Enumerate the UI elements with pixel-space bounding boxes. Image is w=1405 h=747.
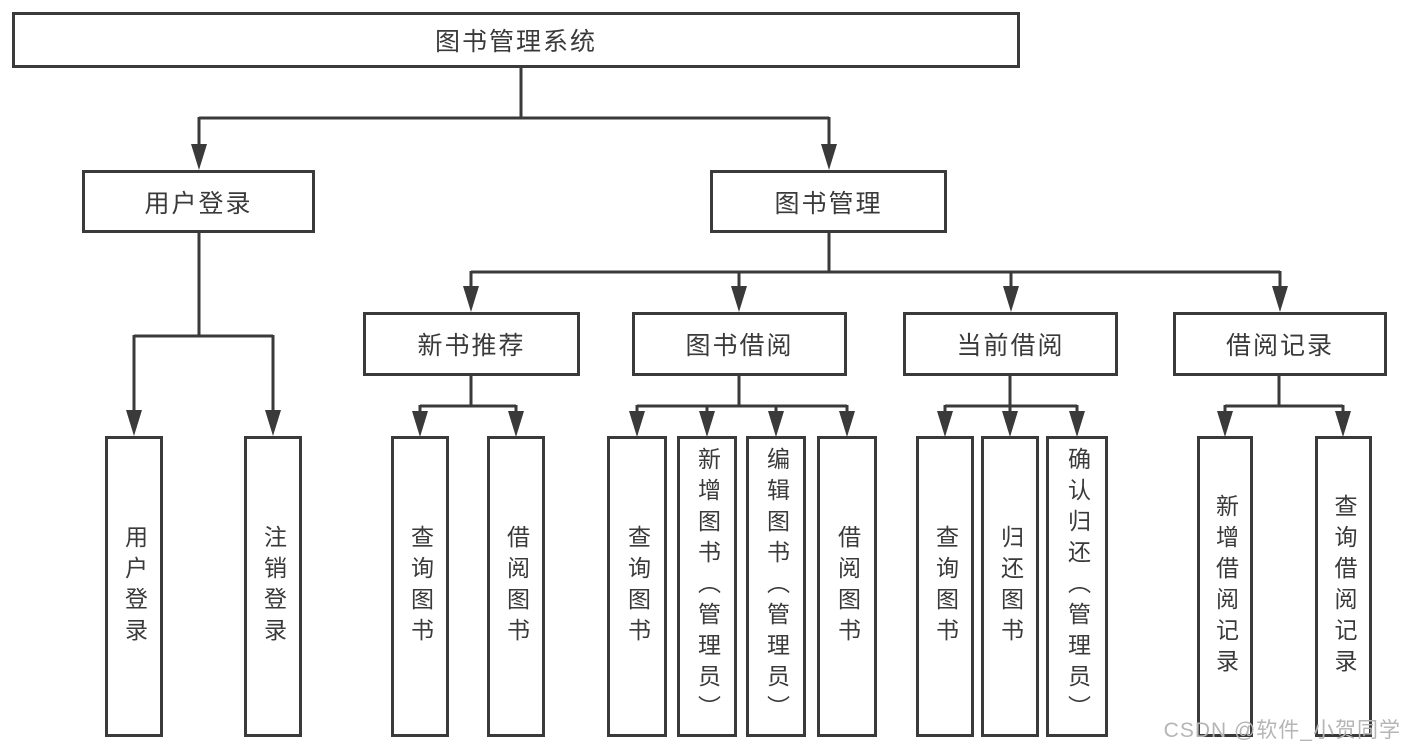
node-user-login: 用户登录: [82, 170, 315, 233]
node-label: 图书借阅: [685, 332, 794, 360]
leaf-confirm-return-admin: 确认归还（管理员）: [1046, 436, 1108, 737]
arrow-icon: [699, 411, 715, 437]
leaf-label: 查询图书: [624, 524, 651, 649]
leaf-label: 归还图书: [997, 524, 1024, 649]
arrow-icon: [1335, 411, 1351, 437]
arrow-icon: [821, 144, 837, 170]
leaf-label: 用户登录: [121, 524, 148, 649]
node-label: 新书推荐: [417, 332, 526, 360]
node-root-system: 图书管理系统: [12, 12, 1020, 68]
arrow-icon: [265, 410, 281, 436]
node-label: 用户登录: [144, 189, 253, 218]
arrow-icon: [126, 410, 142, 436]
leaf-add-borrow-record: 新增借阅记录: [1197, 436, 1253, 737]
leaf-label: 借阅图书: [834, 524, 861, 649]
leaf-add-book-admin: 新增图书（管理员）: [677, 436, 737, 737]
arrowheads: [126, 144, 1351, 437]
node-current-borrowing: 当前借阅: [903, 312, 1118, 376]
leaf-query-borrow-record: 查询借阅记录: [1315, 436, 1372, 737]
arrow-icon: [1069, 411, 1085, 437]
leaf-borrow-books-recommend: 借阅图书: [487, 436, 545, 737]
node-book-management: 图书管理: [710, 170, 947, 233]
leaf-label: 查询图书: [407, 524, 434, 649]
node-new-book-recommendation: 新书推荐: [363, 312, 580, 376]
node-label: 借阅记录: [1225, 332, 1334, 360]
leaf-label: 编辑图书（管理员）: [763, 447, 790, 726]
leaf-query-books-recommend: 查询图书: [391, 436, 449, 737]
arrow-icon: [1003, 286, 1019, 312]
leaf-edit-book-admin: 编辑图书（管理员）: [746, 436, 806, 737]
arrow-icon: [191, 144, 207, 170]
leaf-label: 注销登录: [260, 524, 287, 649]
leaf-query-books-borrowing: 查询图书: [607, 436, 667, 737]
leaf-logout: 注销登录: [244, 436, 302, 737]
node-label: 当前借阅: [956, 332, 1065, 360]
leaf-label: 新增借阅记录: [1212, 493, 1239, 680]
arrow-icon: [508, 411, 524, 437]
arrow-icon: [629, 411, 645, 437]
node-borrowing-records: 借阅记录: [1173, 312, 1387, 376]
leaf-label: 确认归还（管理员）: [1064, 447, 1091, 726]
node-label: 图书管理系统: [434, 28, 597, 56]
leaf-label: 新增图书（管理员）: [694, 447, 721, 726]
watermark-text: CSDN @软件_小贺同学: [1163, 719, 1401, 742]
leaf-label: 借阅图书: [503, 524, 530, 649]
arrow-icon: [768, 411, 784, 437]
node-book-borrowing: 图书借阅: [632, 312, 847, 376]
arrow-icon: [839, 411, 855, 437]
node-label: 图书管理: [774, 189, 883, 218]
leaf-label: 查询图书: [932, 524, 959, 649]
leaf-query-books-current: 查询图书: [916, 436, 974, 737]
leaf-label: 查询借阅记录: [1331, 493, 1357, 680]
arrow-icon: [1002, 411, 1018, 437]
leaf-return-books: 归还图书: [981, 436, 1039, 737]
arrow-icon: [1217, 411, 1233, 437]
arrow-icon: [412, 411, 428, 437]
arrow-icon: [731, 286, 747, 312]
arrow-icon: [463, 286, 479, 312]
arrow-icon: [1272, 286, 1288, 312]
leaf-borrow-books-borrowing: 借阅图书: [817, 436, 877, 737]
leaf-user-login: 用户登录: [105, 436, 163, 737]
arrow-icon: [937, 411, 953, 437]
